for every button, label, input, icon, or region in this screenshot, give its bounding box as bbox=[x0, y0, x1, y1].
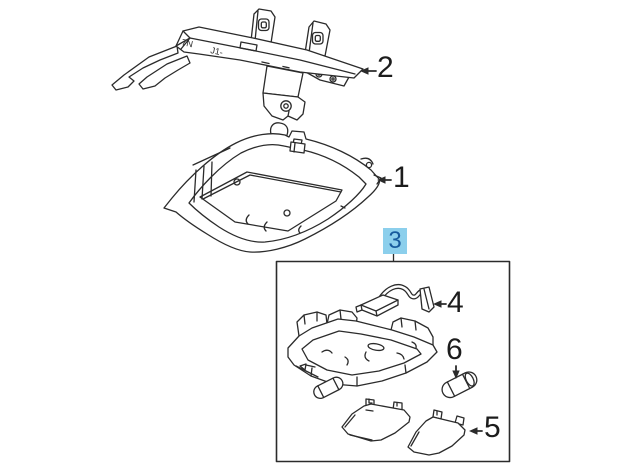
festoon-bulb-small-drawing bbox=[313, 376, 344, 400]
part-3-group-box bbox=[275, 260, 511, 463]
callout-1-label[interactable]: 1 bbox=[393, 161, 410, 194]
roof-bracket-drawing: 7N J1- bbox=[111, 8, 364, 121]
bracket-stamp-marking: J1- bbox=[210, 45, 224, 57]
bulb-part-6-drawing bbox=[441, 371, 478, 399]
lens-cover-right-drawing bbox=[407, 409, 466, 456]
callout-arrows bbox=[360, 67, 483, 435]
lamp-housing-drawing bbox=[287, 309, 438, 387]
callout-4-label[interactable]: 4 bbox=[447, 286, 464, 319]
arrow-to-part-2 bbox=[360, 67, 377, 75]
arrow-to-part-4 bbox=[433, 300, 447, 308]
overhead-console-drawing bbox=[163, 122, 382, 253]
lens-cover-left-drawing bbox=[341, 398, 411, 442]
callout-2-label[interactable]: 2 bbox=[377, 51, 394, 84]
bracket-stamp-marking: 7N bbox=[181, 37, 194, 49]
retainer-clip-drawing bbox=[355, 283, 435, 317]
callout-6-label[interactable]: 6 bbox=[446, 333, 463, 366]
arrow-to-part-1 bbox=[377, 176, 392, 184]
arrow-to-part-5 bbox=[469, 427, 483, 435]
callout-3-label-highlighted[interactable]: 3 bbox=[383, 228, 407, 254]
arrow-to-part-6 bbox=[452, 365, 460, 379]
callout-5-label[interactable]: 5 bbox=[484, 411, 501, 444]
